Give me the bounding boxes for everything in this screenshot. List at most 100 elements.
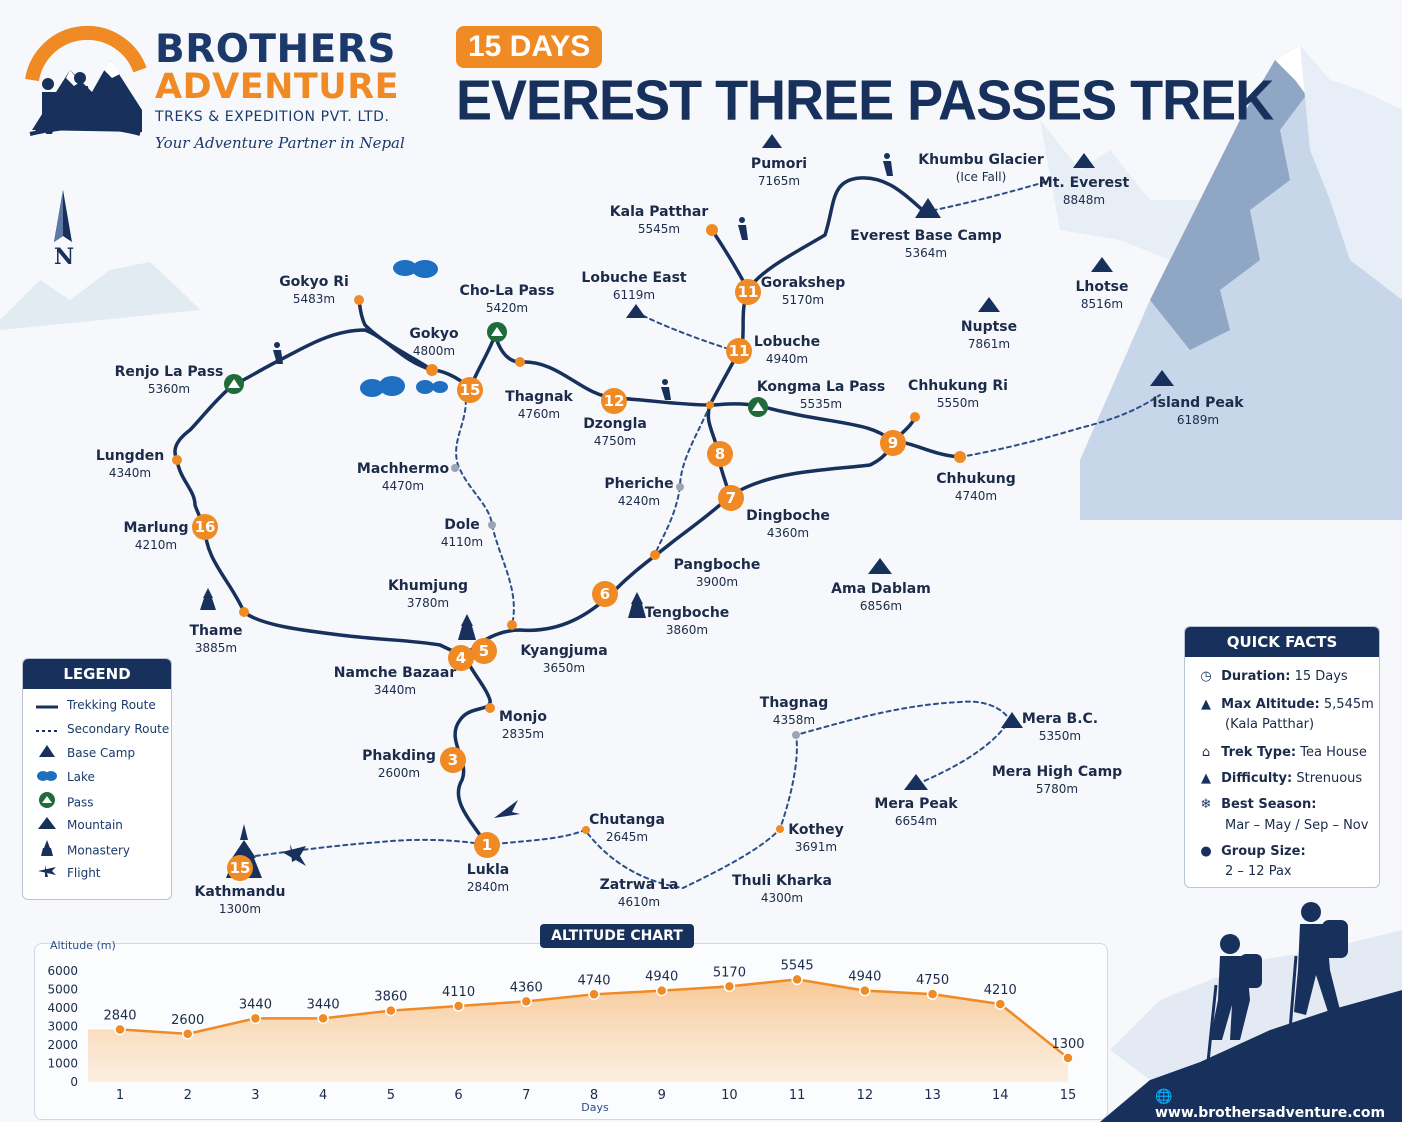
altitude-chart-title: ALTITUDE CHART [540,924,694,948]
altitude-data-label: 4360 [510,980,543,995]
place-altitude: 4240m [617,494,661,508]
x-tick-label: 5 [387,1088,395,1103]
place-altitude: 3691m [794,840,838,854]
day-marker: 4 [448,645,474,671]
x-tick-label: 10 [721,1088,738,1103]
place-altitude: 4360m [766,526,810,540]
place-altitude: 6654m [894,814,938,828]
place-altitude: 4610m [617,895,661,909]
place-altitude: 4110m [440,535,484,549]
place-name: Thagnag [759,695,829,711]
altitude-point [791,973,803,986]
legend-item-mountain: Mountain [35,815,123,835]
north-arrow-icon [54,190,72,242]
altitude-point [859,984,871,997]
place-name: Nuptse [960,319,1018,335]
x-tick-label: 3 [251,1088,259,1103]
day-marker: 15 [457,377,483,403]
place-name: Lobuche East [581,270,687,286]
altitude-data-label: 4750 [916,973,949,988]
place-altitude: 4740m [954,489,998,503]
altitude-data-label: 4940 [645,970,678,985]
altitude-data-label: 4110 [442,985,475,1000]
place-altitude: 3900m [695,575,739,589]
place-altitude: 1300m [218,902,262,916]
place-name: Mera Peak [874,796,958,812]
fact-duration: ◷ Duration: 15 Days [1195,667,1347,687]
fact-trek-type: ⌂ Trek Type: Tea House [1195,743,1367,763]
day-marker: 9 [880,430,906,456]
legend-item-trekking-route: Trekking Route [35,695,156,715]
place-name: Pumori [750,156,808,172]
altitude-data-label: 2600 [171,1013,204,1028]
x-tick-label: 4 [319,1088,327,1103]
legend-item-monastery: Monastery [35,839,130,859]
place-altitude: 3650m [542,661,586,675]
brand-name-line2: ADVENTURE [155,67,400,107]
place-name: Monjo [499,709,547,725]
place-altitude: 5550m [936,396,980,410]
x-tick-label: 14 [992,1088,1009,1103]
place-name: Thuli Kharka [732,873,832,889]
altitude-data-label: 4210 [984,983,1017,998]
dashed-line-icon [35,720,59,740]
legend-item-base-camp: Base Camp [35,743,135,763]
hikers-silhouette [1100,902,1402,1122]
place-altitude: 4210m [134,538,178,552]
day-marker: 6 [592,581,618,607]
place-altitude: 5780m [1035,782,1079,796]
place-altitude: 6119m [612,288,656,302]
day-marker: 8 [707,441,733,467]
pass-icons [224,322,768,417]
place-name: Dzongla [583,416,647,432]
website-link[interactable]: 🌐 www.brothersadventure.com [1155,1089,1386,1121]
x-tick-label: 2 [184,1088,192,1103]
place-name: Lobuche [753,334,821,350]
globe-icon: 🌐 [1155,1089,1173,1105]
day-marker: 15 [227,855,253,881]
place-altitude: 4470m [381,479,425,493]
x-tick-label: 13 [924,1088,941,1103]
altitude-point [317,1012,329,1025]
altitude-point [452,1000,465,1012]
day-marker: 3 [440,747,466,773]
place-name: Machhermo [356,461,450,477]
fact-max-altitude: ▲ Max Altitude: 5,545m [1195,695,1374,715]
y-tick-label: 1000 [47,1057,78,1071]
day-marker: 12 [601,388,627,414]
place-mera-peak: Mera Peak 6654m [874,795,957,829]
place-name: Chhukung Ri [908,378,1008,394]
altitude-icon: ▲ [1201,697,1211,712]
x-tick-label: 11 [789,1088,806,1103]
brand-tagline: Your Adventure Partner in Nepal [155,134,405,152]
altitude-point [385,1004,397,1017]
place-name: Namche Bazaar [333,665,457,681]
y-tick-label: 0 [70,1075,78,1089]
altitude-point [994,998,1007,1010]
altitude-data-label: 5170 [713,965,746,980]
place-altitude: 2645m [605,830,649,844]
altitude-point [520,995,533,1008]
chart-xlabel: Days [581,1101,609,1114]
altitude-point [1062,1052,1074,1064]
place-name: Mt. Everest [1038,175,1130,191]
place-name: Gorakshep [760,275,846,291]
place-name: Lhotse [1075,279,1129,295]
place-name: Thagnak [505,389,573,405]
fact-difficulty: ▲ Difficulty: Strenuous [1195,769,1362,789]
monastery-icons [200,588,646,878]
